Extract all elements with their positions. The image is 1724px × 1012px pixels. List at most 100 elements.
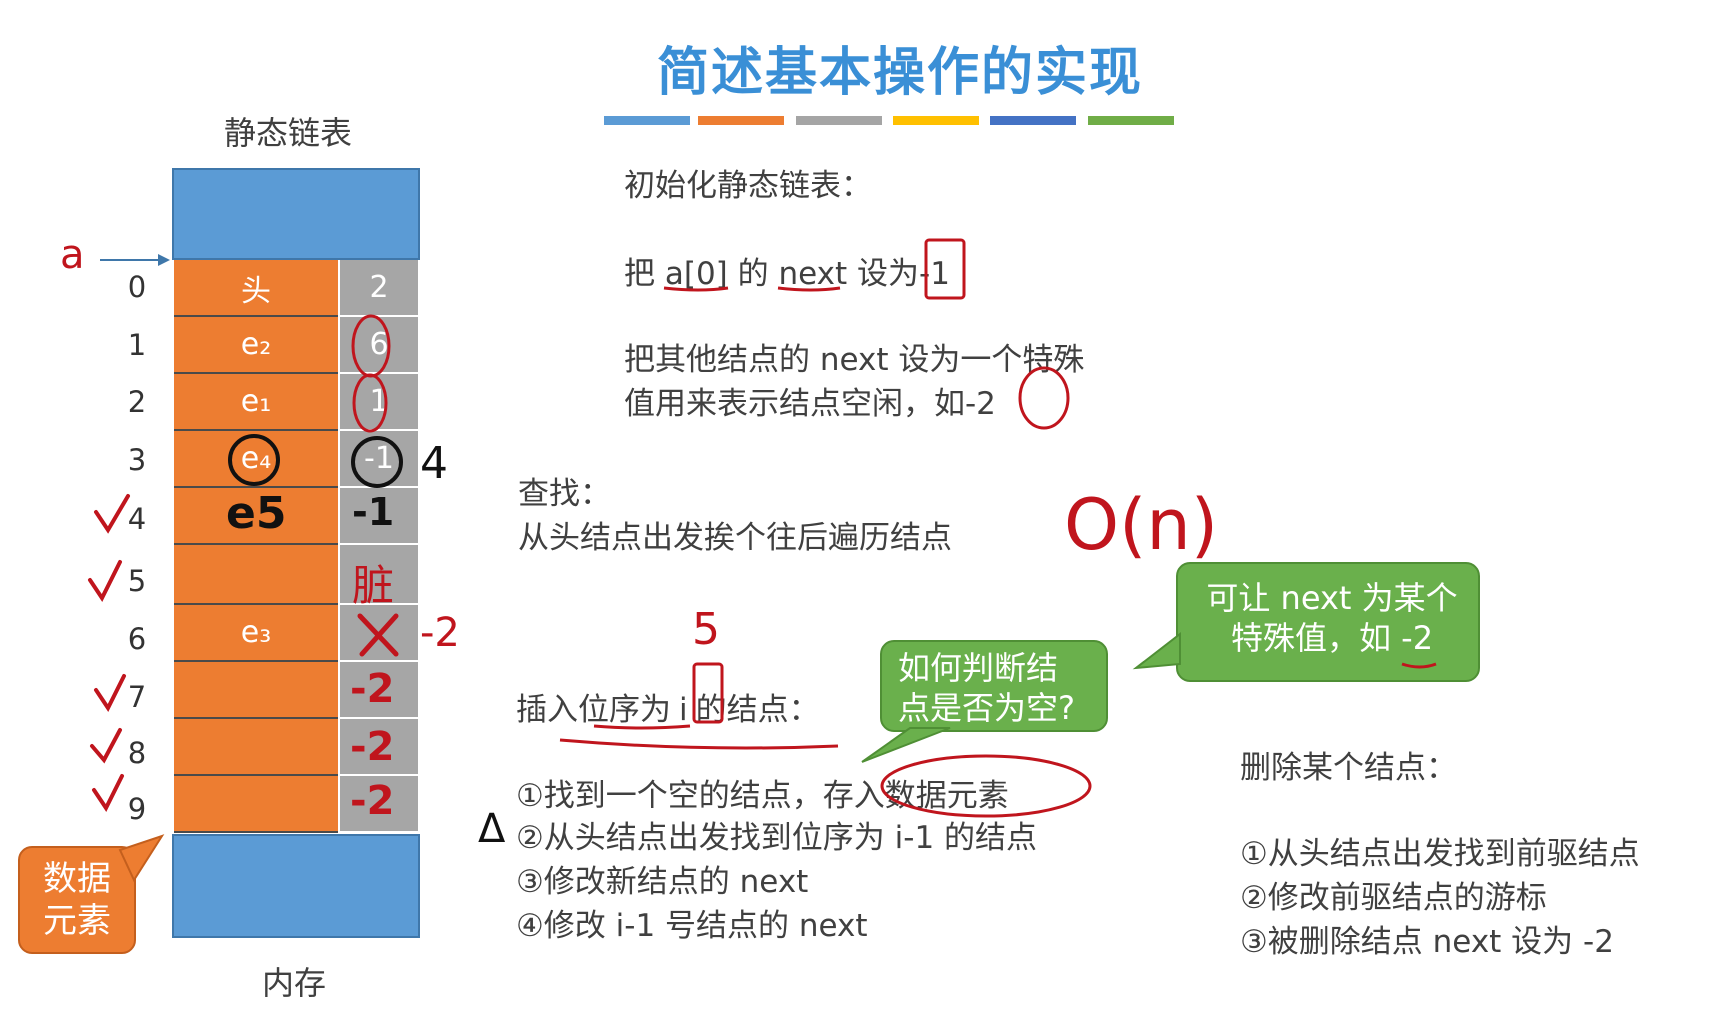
row-next-cell: 2 [338,260,418,317]
row-index: 3 [127,443,147,477]
title-underline-segment [604,116,690,125]
answer-bubble-line-2-pre: 特殊值，如 [1230,619,1402,657]
handwritten-underline [559,286,841,750]
row-index: 4 [127,502,147,536]
handwritten-note: -1 [352,490,395,534]
handwritten-circle [351,314,391,433]
row-data-cell: e₁ [174,374,338,431]
handwritten-underline [593,724,691,730]
handwritten-underline [1401,662,1437,669]
title-underline-segment [893,116,979,125]
delete-heading: 删除某个结点： [1240,750,1457,786]
init-line-1-a: a[0] [664,256,728,292]
answer-bubble: 可让 next 为某个 特殊值，如 -2 [1176,562,1480,682]
row-data-cell [174,662,338,719]
handwritten-note: 脏 [352,561,395,610]
row-index: 8 [127,736,147,770]
handwritten-note: -2 [350,724,395,770]
delete-step-3: ③被删除结点 next 设为 -2 [1240,924,1614,960]
init-heading: 初始化静态链表： [624,168,872,204]
title-underline-segment [1088,116,1174,125]
row-next-cell [338,719,418,776]
insert-step-2: ②从头结点出发找到位序为 i-1 的结点 [516,820,1038,856]
title-underline-segment [796,116,882,125]
answer-bubble-line-1: 可让 next 为某个 [1206,579,1458,617]
handwritten-note: 4 [420,438,448,489]
row-next-cell: 6 [338,317,418,374]
row-next-cell [338,662,418,719]
question-bubble-line: 点是否为空? [898,689,1075,727]
init-line-1: 把 a[0] 的 next 设为-1 [624,248,950,293]
data-element-tag-line: 数据 [43,859,111,899]
row-index: 0 [127,270,147,304]
handwritten-note: -2 [350,778,395,824]
handwritten-note: -2 [350,666,395,712]
init-line-1-value: -1 [919,256,950,292]
handwritten-circle [1018,366,1070,430]
title-underline-segment [698,116,784,125]
init-line-2: 把其他结点的 next 设为一个特殊 [624,342,1085,378]
check-mark-icon [88,494,130,812]
insert-step-3: ③修改新结点的 next [516,864,809,900]
handwritten-circle [880,754,1092,818]
memory-top-block [172,168,420,260]
handwritten-box [692,238,966,724]
answer-bubble-tail [1132,631,1181,670]
delete-step-1: ①从头结点出发找到前驱结点 [1240,836,1640,872]
init-line-3: 值用来表示结点空闲，如-2 [624,378,996,423]
init-line-1-next: next [778,256,848,292]
insert-heading-pre: 插入位序为 [516,692,671,728]
data-element-tag-line: 元素 [43,901,111,941]
data-element-tag-tail [118,834,165,883]
init-line-3-pre: 值用来表示结点空闲，如 [624,386,965,422]
row-data-cell: e₃ [174,605,338,662]
insert-heading-i: i [679,692,688,728]
row-next-cell [338,545,418,605]
answer-bubble-line-2-value: -2 [1401,619,1434,657]
memory-bottom-block [172,834,420,938]
row-data-cell [174,488,338,545]
handwritten-note: -2 [420,610,460,656]
row-data-cell: e₂ [174,317,338,374]
row-data-cell: 头 [174,260,338,317]
handwritten-note: e5 [226,488,287,539]
handwritten-cross [357,613,399,657]
init-line-1-post: 设为 [847,256,920,292]
init-line-3-value: -2 [965,386,996,422]
row-index: 6 [127,622,147,656]
handwritten-insert-pos: 5 [692,604,720,655]
row-index: 9 [127,792,147,826]
init-line-1-pre: 把 [624,256,665,292]
row-data-cell [174,719,338,776]
question-bubble-tail [861,727,951,763]
question-bubble: 如何判断结 点是否为空? [880,640,1108,732]
pointer-label-a: a [60,232,85,278]
delete-step-2: ②修改前驱结点的游标 [1240,880,1547,916]
pointer-arrow [100,254,170,266]
data-element-tag: 数据 元素 [18,846,136,954]
slide-title: 简述基本操作的实现 [656,43,1143,103]
search-heading: 查找： [518,476,611,512]
row-next-cell: 1 [338,374,418,431]
memory-label: 内存 [262,964,327,1002]
row-index: 5 [127,564,147,598]
handwritten-step2-mark: Δ [478,806,506,852]
row-index: 2 [127,385,147,419]
init-line-1-mid: 的 [727,256,779,292]
row-data-cell [174,545,338,605]
title-underline-segment [990,116,1076,125]
row-data-cell [174,776,338,833]
row-index: 1 [127,328,147,362]
row-index: 7 [127,680,147,714]
handwritten-circle [228,434,403,488]
search-line: 从头结点出发挨个往后遍历结点 [518,520,952,556]
row-next-cell [338,776,418,833]
row-next-cell [338,488,418,545]
handwritten-complexity: O(n) [1064,484,1219,566]
answer-bubble-line-2: 特殊值，如 -2 [1196,618,1468,658]
question-bubble-line: 如何判断结 [898,649,1059,687]
insert-step-4: ④修改 i-1 号结点的 next [516,908,868,944]
row-data-cell: e₄ [174,431,338,488]
